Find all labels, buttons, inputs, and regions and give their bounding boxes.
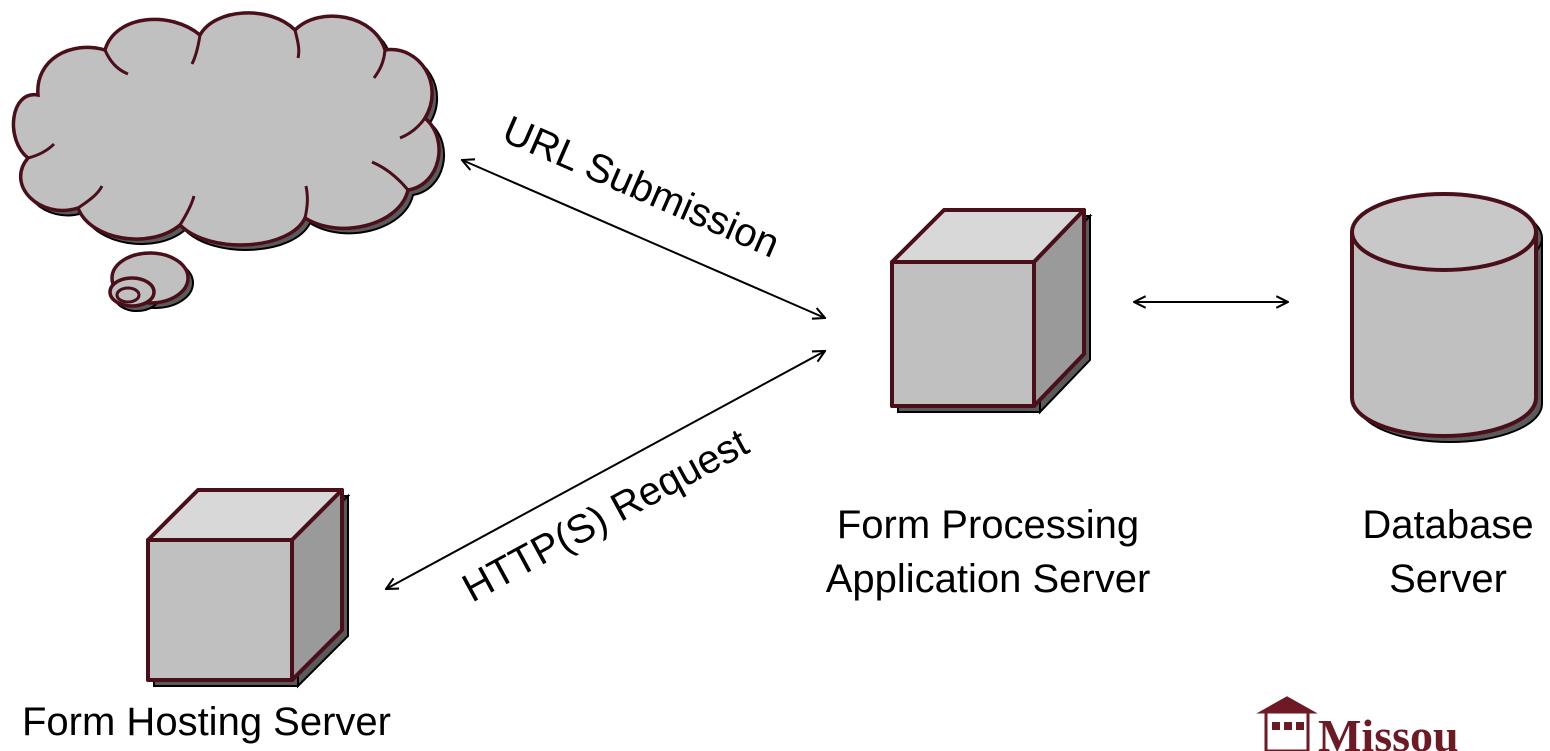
building-icon	[1256, 696, 1318, 751]
internet-cloud-icon	[11, 11, 446, 312]
app-server-cube-icon	[890, 208, 1093, 415]
form-hosting-label: Form Hosting Server	[22, 700, 391, 744]
https-request-label: HTTP(S) Request	[455, 421, 755, 611]
https-request-arrow	[386, 351, 825, 589]
database-label-line2: Server	[1389, 557, 1507, 601]
university-logo: Missou	[1256, 696, 1459, 751]
cloud-body	[11, 11, 441, 247]
database-cylinder-icon	[1350, 192, 1543, 443]
form-processing-label-line2: Application Server	[826, 557, 1151, 601]
form-processing-label-line1: Form Processing	[837, 503, 1139, 547]
url-submission-label: URL Submission	[496, 108, 785, 267]
database-label-line1: Database	[1362, 503, 1533, 547]
url-submission-arrow	[462, 160, 825, 318]
hosting-server-cube-icon	[146, 488, 351, 689]
logo-text: Missou	[1318, 710, 1459, 751]
